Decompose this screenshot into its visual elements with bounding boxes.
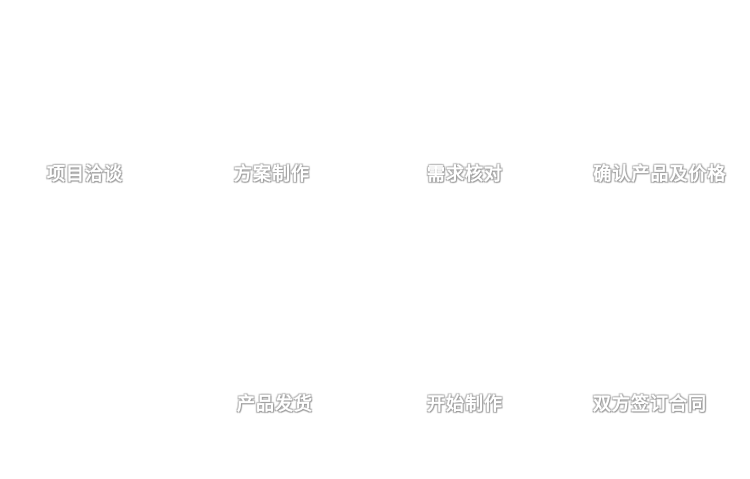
- start-production-icon: [420, 292, 510, 382]
- product-shipment-icon: [230, 292, 320, 382]
- step-requirement-check: 需求核对: [395, 62, 535, 186]
- step-label: 开始制作: [427, 394, 503, 414]
- step-label: 方案制作: [234, 164, 310, 184]
- step-label: 项目洽谈: [47, 164, 123, 184]
- sign-contract-icon: [605, 292, 695, 382]
- step-plan-creation: 方案制作: [202, 62, 342, 186]
- step-confirm-product-price: 确认产品及价格: [578, 62, 742, 186]
- requirement-check-icon: [420, 62, 510, 152]
- step-start-production: 开始制作: [395, 292, 535, 416]
- step-label: 需求核对: [427, 164, 503, 184]
- plan-creation-icon: [227, 62, 317, 152]
- step-product-shipment: 产品发货: [205, 292, 345, 416]
- step-project-discussion: 项目洽谈: [15, 62, 155, 186]
- project-discussion-icon: [40, 62, 130, 152]
- step-sign-contract: 双方签订合同: [568, 292, 732, 416]
- step-label: 产品发货: [237, 394, 313, 414]
- confirm-product-price-icon: [615, 62, 705, 152]
- step-label: 确认产品及价格: [593, 164, 727, 184]
- step-label: 双方签订合同: [593, 394, 707, 414]
